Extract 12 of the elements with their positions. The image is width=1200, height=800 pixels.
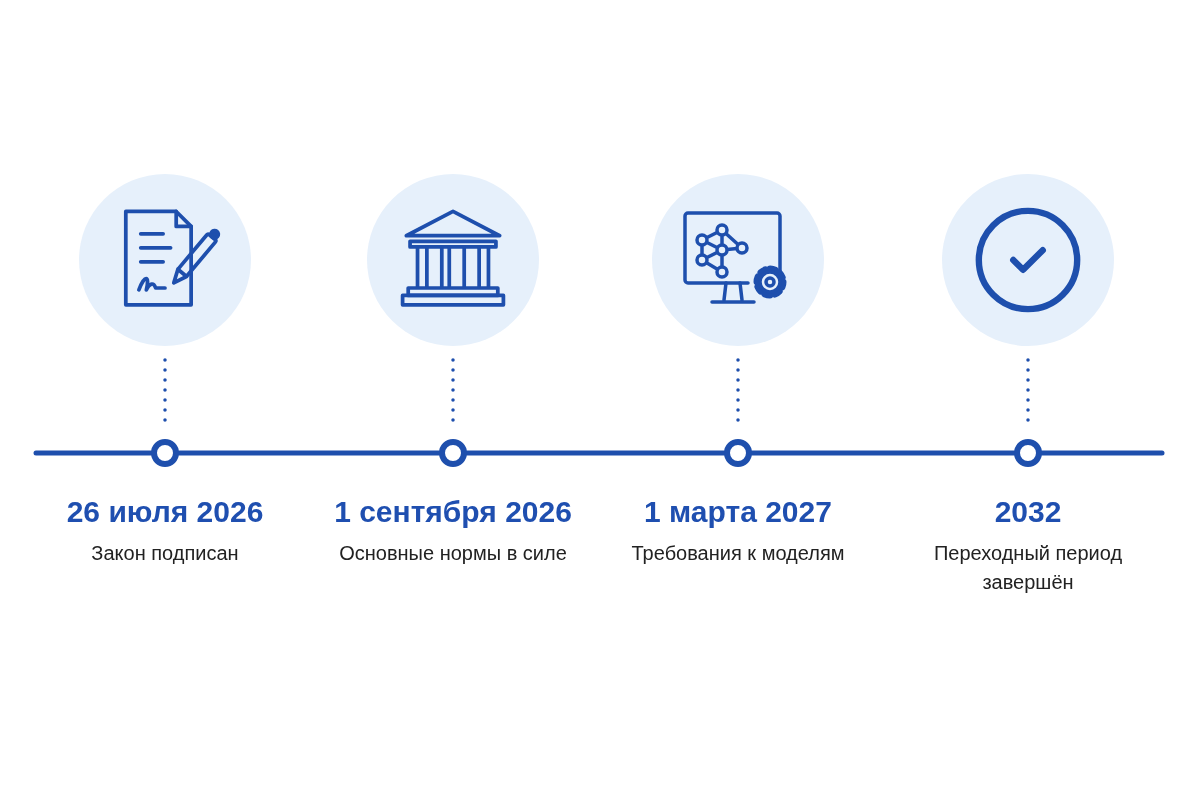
- timeline-marker: [439, 439, 467, 467]
- date-label: 1 марта 2027: [644, 494, 832, 530]
- milestone-description: Закон подписан: [91, 540, 239, 566]
- milestone-description: Требования к моделям: [631, 540, 845, 566]
- milestone-description: Основные нормы в силе: [339, 540, 567, 566]
- date-label: 1 сентября 2026: [334, 494, 572, 530]
- timeline-marker: [151, 439, 179, 467]
- timeline-marker: [1014, 439, 1042, 467]
- date-label: 2032: [994, 494, 1062, 530]
- date-label: 26 июля 2026: [66, 494, 264, 530]
- milestone-description: Переходный период завершён: [932, 540, 1124, 595]
- timeline-marker: [724, 439, 752, 467]
